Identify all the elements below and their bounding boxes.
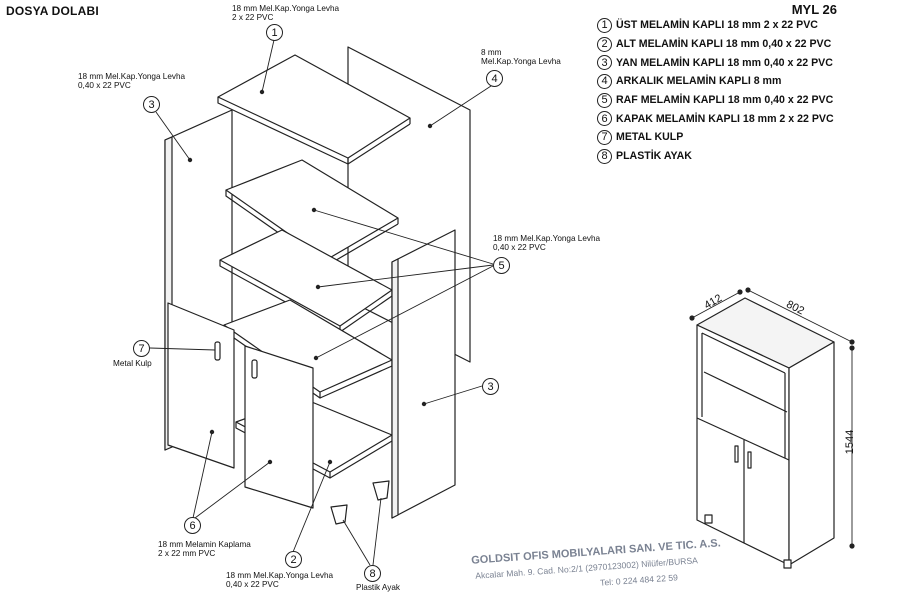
legend-number: 8 bbox=[597, 148, 612, 164]
callout-number-3-right: 3 bbox=[482, 378, 499, 395]
legend-number: 2 bbox=[597, 36, 612, 52]
right-side-panel bbox=[391, 229, 456, 519]
legend-item: 4 ARKALIK MELAMİN KAPLI 8 mm bbox=[597, 72, 834, 91]
callout-number-3-left: 3 bbox=[143, 96, 160, 113]
handle-right bbox=[251, 359, 258, 379]
legend-text: ÜST MELAMİN KAPLI 18 mm 2 x 22 PVC bbox=[616, 19, 818, 32]
callout-number-2: 2 bbox=[285, 551, 302, 568]
callout-number-7: 7 bbox=[133, 340, 150, 357]
callout-handle-text: Metal Kulp bbox=[113, 359, 152, 368]
legend-item: 1 ÜST MELAMİN KAPLI 18 mm 2 x 22 PVC bbox=[597, 16, 834, 35]
callout-shelves-text: 18 mm Mel.Kap.Yonga Levha 0,40 x 22 PVC bbox=[493, 234, 601, 252]
legend-text: RAF MELAMİN KAPLI 18 mm 0,40 x 22 PVC bbox=[616, 94, 834, 107]
leader-dots bbox=[187, 89, 433, 465]
legend-number: 1 bbox=[597, 17, 612, 33]
callout-number-4: 4 bbox=[486, 70, 503, 87]
callout-left-side-text: 18 mm Mel.Kap.Yonga Levha 0,40 x 22 PVC bbox=[78, 72, 186, 90]
legend-number: 3 bbox=[597, 55, 612, 71]
legend-text: ALT MELAMİN KAPLI 18 mm 0,40 x 22 PVC bbox=[616, 38, 832, 51]
handle-left bbox=[214, 341, 221, 361]
legend-text: PLASTİK AYAK bbox=[616, 150, 692, 163]
legend-item: 7 METAL KULP bbox=[597, 128, 834, 147]
callout-number-8: 8 bbox=[364, 565, 381, 582]
legend-number: 4 bbox=[597, 73, 612, 89]
callout-doors-text: 18 mm Melamin Kaplama 2 x 22 mm PVC bbox=[158, 540, 251, 558]
right-side-panel-edge bbox=[391, 258, 399, 519]
legend-text: KAPAK MELAMİN KAPLI 18 mm 2 x 22 PVC bbox=[616, 112, 834, 125]
dimension-height: 1544 bbox=[844, 429, 857, 455]
legend-item: 6 KAPAK MELAMİN KAPLI 18 mm 2 x 22 PVC bbox=[597, 109, 834, 128]
assembled-cabinet bbox=[696, 297, 835, 569]
legend-item: 3 YAN MELAMİN KAPLI 18 mm 0,40 x 22 PVC bbox=[597, 53, 834, 72]
legend-number: 7 bbox=[597, 129, 612, 145]
callout-bottom-panel-text: 18 mm Mel.Kap.Yonga Levha 0,40 x 22 PVC bbox=[226, 571, 334, 589]
page-title: DOSYA DOLABI bbox=[6, 4, 99, 18]
legend-number: 6 bbox=[597, 111, 612, 127]
legend-text: YAN MELAMİN KAPLI 18 mm 0,40 x 22 PVC bbox=[616, 56, 833, 69]
plastic-foot-left bbox=[330, 504, 348, 525]
legend-item: 5 RAF MELAMİN KAPLI 18 mm 0,40 x 22 PVC bbox=[597, 91, 834, 110]
callout-top-panel-text: 18 mm Mel.Kap.Yonga Levha 2 x 22 PVC bbox=[232, 4, 340, 22]
plastic-foot-right bbox=[372, 480, 390, 501]
model-code: MYL 26 bbox=[791, 2, 837, 17]
left-door bbox=[167, 302, 235, 469]
legend-item: 8 PLASTİK AYAK bbox=[597, 147, 834, 166]
callout-feet-text: Plastik Ayak bbox=[356, 583, 400, 592]
legend-number: 5 bbox=[597, 92, 612, 108]
parts-legend: 1 ÜST MELAMİN KAPLI 18 mm 2 x 22 PVC 2 A… bbox=[597, 16, 834, 166]
callout-number-5: 5 bbox=[493, 257, 510, 274]
callout-back-panel-text: 8 mm Mel.Kap.Yonga Levha bbox=[481, 48, 561, 66]
legend-item: 2 ALT MELAMİN KAPLI 18 mm 0,40 x 22 PVC bbox=[597, 35, 834, 54]
legend-text: METAL KULP bbox=[616, 131, 684, 144]
callout-number-1: 1 bbox=[266, 24, 283, 41]
callout-number-6: 6 bbox=[184, 517, 201, 534]
legend-text: ARKALIK MELAMİN KAPLI 8 mm bbox=[616, 75, 782, 88]
